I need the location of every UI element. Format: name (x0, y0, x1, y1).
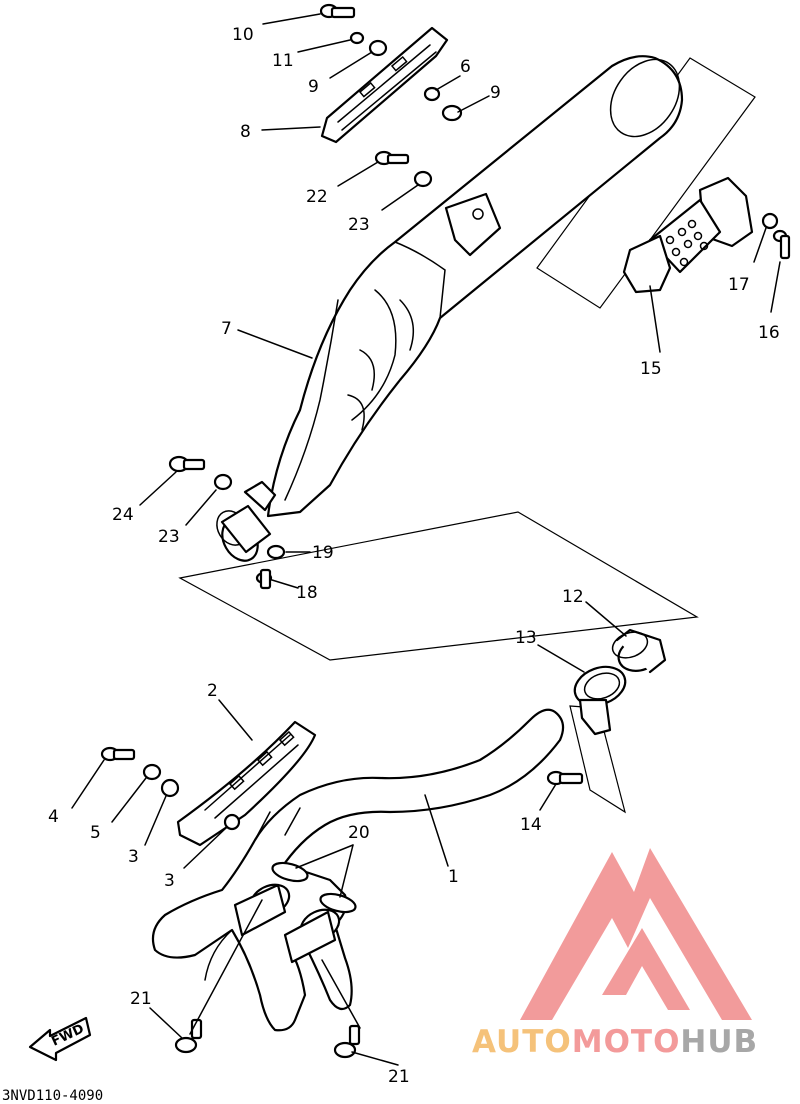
callout-18: 18 (296, 583, 318, 603)
callout-3-lower: 3 (164, 871, 175, 891)
nut-part-9-upper (368, 39, 388, 57)
callout-8: 8 (240, 122, 251, 142)
callout-12: 12 (562, 587, 584, 607)
clamp-part-13 (573, 665, 627, 736)
callout-22: 22 (306, 187, 328, 207)
exhaust-pipe-part-1 (151, 708, 565, 1032)
leader-lines (71, 13, 781, 1066)
callout-3-upper: 3 (128, 847, 139, 867)
callout-15: 15 (640, 359, 662, 379)
callout-10: 10 (232, 25, 254, 45)
nut-part-21-left (174, 1018, 203, 1054)
bolt-part-18 (255, 568, 273, 590)
washer-part-6 (423, 86, 441, 102)
callout-23-lower: 23 (158, 527, 180, 547)
bolt-part-10 (319, 3, 356, 19)
forward-direction-arrow: FWD (28, 1016, 92, 1062)
callout-21-left: 21 (130, 989, 152, 1009)
callout-20: 20 (348, 823, 370, 843)
callout-6: 6 (460, 57, 471, 77)
watermark-brand: AUTOMOTOHUB (472, 1024, 758, 1060)
washer-part-5 (142, 763, 162, 781)
diagram-part-code: 3NVD110-4090 (2, 1088, 103, 1104)
callout-11: 11 (272, 51, 294, 71)
washer-part-19 (266, 544, 286, 560)
gasket-part-12 (611, 628, 667, 674)
callout-1: 1 (448, 867, 459, 887)
callout-4: 4 (48, 807, 59, 827)
nut-part-21-right (333, 1024, 361, 1059)
automotohub-logo-icon (520, 848, 752, 1020)
bolt-part-22 (374, 150, 410, 166)
bolt-part-16 (772, 229, 791, 260)
collar-part-3-lower (223, 813, 241, 831)
callout-9-upper: 9 (308, 77, 319, 97)
callout-13: 13 (515, 628, 537, 648)
watermark-moto: MOTO (572, 1024, 681, 1060)
bolt-part-24 (168, 455, 206, 473)
watermark-auto: AUTO (472, 1024, 572, 1060)
muffler-protector-part-8 (320, 26, 449, 144)
collar-part-3-upper (160, 778, 180, 798)
washer-part-23-lower (213, 473, 233, 491)
callout-23-upper: 23 (348, 215, 370, 235)
washer-part-11 (349, 31, 365, 45)
bolt-part-4 (100, 746, 136, 762)
washer-part-23-upper (413, 170, 433, 188)
callout-7: 7 (221, 319, 232, 339)
callout-2: 2 (207, 681, 218, 701)
callout-19: 19 (312, 543, 334, 563)
logo-triangle-outer (520, 848, 752, 1020)
callout-5: 5 (90, 823, 101, 843)
callout-9-lower: 9 (490, 83, 501, 103)
watermark-hub: HUB (680, 1024, 758, 1060)
muffler-part-7 (216, 55, 684, 562)
callout-16: 16 (758, 323, 780, 343)
washer-part-17 (761, 212, 779, 230)
part-callouts: 10 11 9 6 9 8 22 23 7 17 16 15 24 23 19 … (48, 25, 780, 1087)
pipe-protector-part-2 (176, 720, 317, 847)
callout-24: 24 (112, 505, 134, 525)
nut-part-9-lower (441, 104, 463, 122)
spark-arrester-part-15 (622, 176, 754, 294)
callout-17: 17 (728, 275, 750, 295)
callout-14: 14 (520, 815, 542, 835)
logo-triangle-inner (602, 928, 690, 1010)
muffler-joint-assembly-box (178, 511, 699, 661)
callout-21-right: 21 (388, 1067, 410, 1087)
bolt-part-14 (546, 770, 584, 786)
